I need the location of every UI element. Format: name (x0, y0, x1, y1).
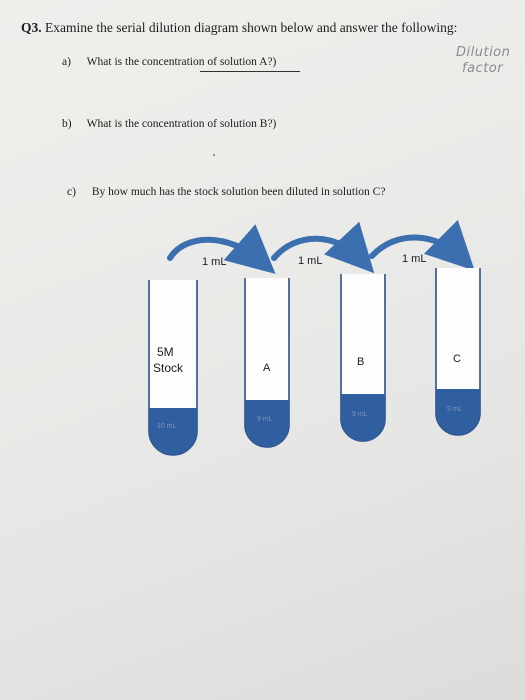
tube-c-volume: 9 mL (447, 406, 463, 413)
transfer-label-2: 1 mL (298, 255, 322, 267)
part-a-label: a) (62, 56, 71, 68)
part-b-text: What is the concentration of solution B?… (86, 118, 277, 130)
transfer-arrow-3 (369, 219, 475, 271)
tube-stock-volume: 10 mL (157, 423, 177, 430)
part-c-text: By how much has the stock solution been … (91, 186, 386, 198)
question-part-b: b) What is the concentration of solution… (62, 118, 276, 130)
transfer-arrow-1 (167, 224, 276, 274)
tube-stock-concentration: 5M (157, 345, 174, 359)
tube-b-volume: 9 mL (352, 411, 368, 418)
tube-a-volume: 9 mL (257, 416, 273, 423)
tube-stock: 5M Stock 10 mL (148, 280, 198, 456)
question-heading: Q3. Examine the serial dilution diagram … (21, 20, 457, 36)
tube-c-label: C (453, 353, 461, 365)
tube-c: C 9 mL (435, 268, 481, 436)
tube-b-label: B (357, 356, 364, 368)
handwritten-note-line2: factor (462, 61, 504, 76)
question-number: Q3. (21, 20, 42, 35)
question-part-a: a) What is the concentration of solution… (62, 56, 276, 68)
tube-b: B 9 mL (340, 274, 386, 442)
pencil-dot (213, 154, 215, 156)
handwritten-note-line1: Dilution (456, 45, 511, 60)
transfer-label-3: 1 mL (402, 253, 426, 265)
tube-stock-label: Stock (153, 361, 184, 375)
transfer-label-1: 1 mL (202, 256, 226, 268)
question-text: Examine the serial dilution diagram show… (45, 20, 458, 35)
tube-a: A 9 mL (244, 278, 290, 448)
part-a-text: What is the concentration of solution A?… (86, 56, 277, 68)
part-b-label: b) (62, 118, 72, 130)
question-part-c: c) By how much has the stock solution be… (67, 186, 385, 198)
part-c-label: c) (67, 186, 76, 198)
tube-a-label: A (263, 362, 271, 374)
handwritten-underline (200, 71, 300, 72)
transfer-arrow-2 (271, 221, 375, 274)
